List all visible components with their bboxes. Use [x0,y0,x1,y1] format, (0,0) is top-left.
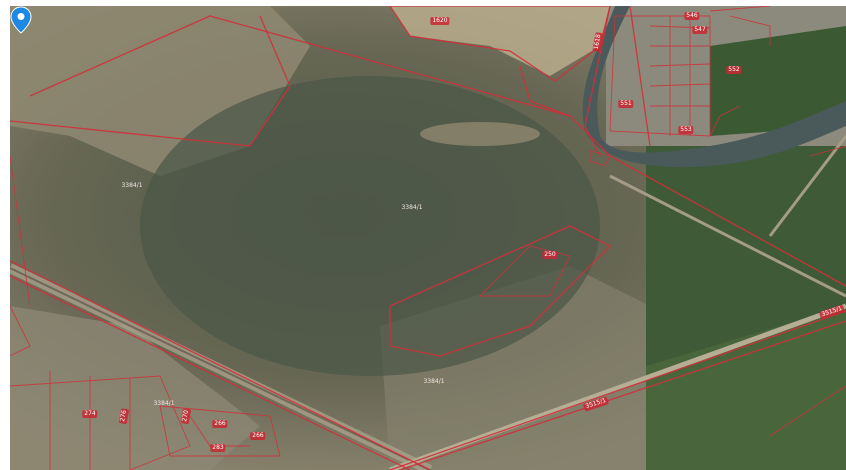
parcel-label[interactable]: 553 [678,126,694,134]
parcel-label[interactable]: 266 [212,420,228,428]
parcel-label[interactable]: 1620 [430,17,450,25]
clearing [420,122,540,146]
terrain-urban-area [10,306,260,470]
parcel-label[interactable]: 266 [250,432,266,440]
road-east [609,174,846,298]
parcel-label[interactable]: 274 [82,410,98,418]
parcel-label[interactable]: 3384/1 [121,182,143,189]
parcel-label[interactable]: 250 [542,251,558,259]
parcel-label[interactable]: 551 [618,100,634,108]
satellite-map[interactable]: 1620 1618 546 547 553 552 551 3384/1 338… [10,6,846,470]
railway-track [10,267,431,470]
location-pin-icon[interactable] [10,6,32,34]
forest-area [140,76,600,376]
parcel-label[interactable]: 283 [210,444,226,452]
forest-south-east [646,306,846,470]
map-overlay-tile [10,6,646,470]
parcel-label[interactable]: 3384/1 [153,400,175,407]
parcel-label[interactable]: 547 [692,26,708,34]
parcel-label[interactable]: 546 [684,12,700,20]
river [582,6,846,168]
parcel-label[interactable]: 3384/1 [401,204,423,211]
parcel-label[interactable]: 3384/1 [423,378,445,385]
parcel-boundaries [10,6,846,470]
map-imagery [10,6,846,470]
parcel-label[interactable]: 552 [726,66,742,74]
town-forest [710,26,846,136]
road-north-east [768,135,846,237]
